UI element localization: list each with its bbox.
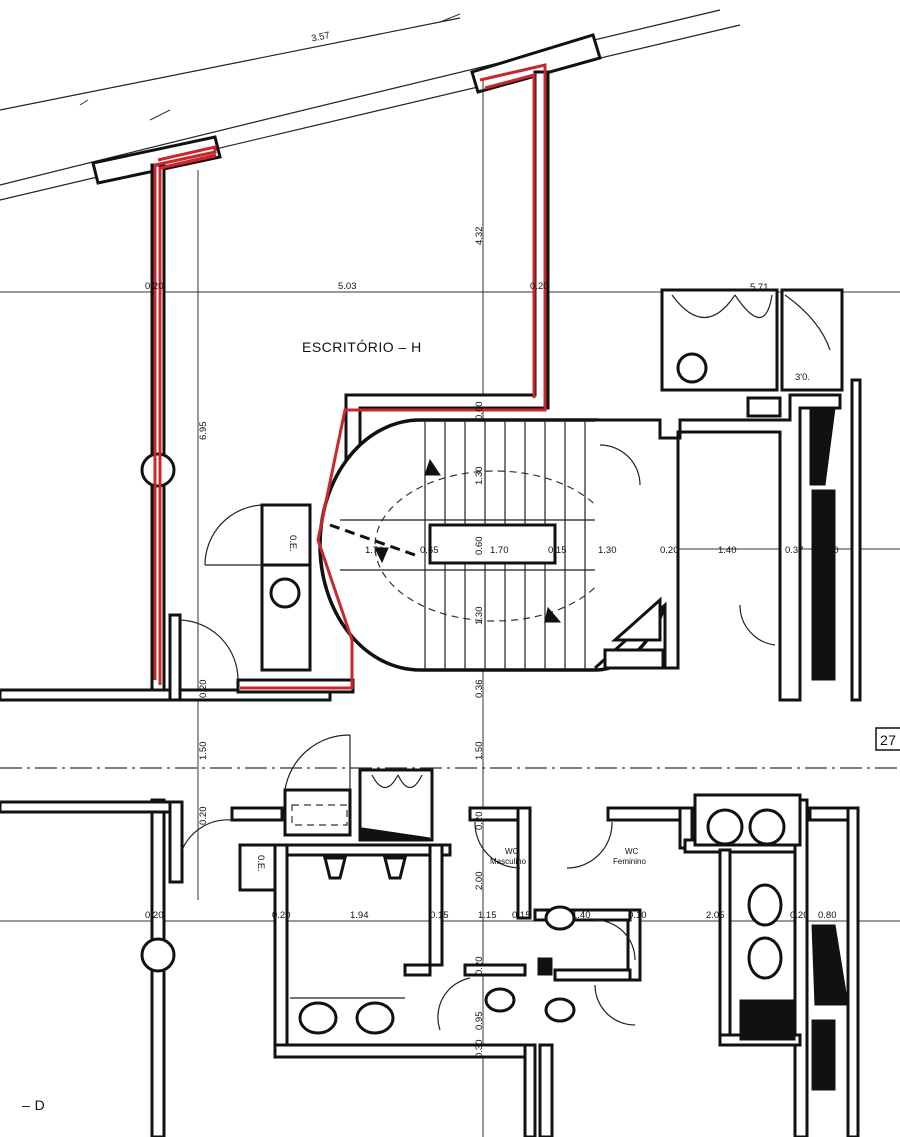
dim-row2-e: 1.15 xyxy=(478,910,497,921)
dim-wc-v3: 0.95 xyxy=(474,1012,485,1031)
dim-row2-d: 0.15 xyxy=(430,910,449,921)
axis-ref: – D xyxy=(22,1097,45,1113)
dim-stair-d: 0.60 xyxy=(474,537,485,556)
dim-row1-d: 0.65 xyxy=(420,545,439,556)
dim-height-upper: 4.32 xyxy=(474,227,485,246)
dim-wc-depth: 2.00 xyxy=(474,872,485,891)
dim-corridor-right: 1.50 xyxy=(474,742,485,761)
wc-male-line2: Masculino xyxy=(490,857,527,866)
dim-row2-i: 2.05 xyxy=(706,910,725,921)
lower-walls xyxy=(0,798,860,1137)
dim-corridor: 1.50 xyxy=(198,742,209,761)
dim-row2-g: 1.40 xyxy=(572,910,591,921)
dim-row1-h: 1.40 xyxy=(718,545,737,556)
dim-stair-e: 0.36 xyxy=(474,680,485,699)
dim-stair-c: 1.30 xyxy=(474,607,485,626)
dim-row2-a: 0.20 xyxy=(145,910,164,921)
sheet-ref-box xyxy=(875,727,900,751)
dim-stair-b: 1.30 xyxy=(474,467,485,486)
dim-row1-a: 1.70 xyxy=(365,545,384,556)
wc-female-line1: WC xyxy=(625,847,639,856)
dim-row2-j: 0.20 xyxy=(790,910,809,921)
dim-width-main: 5.03 xyxy=(338,281,357,292)
stair-core xyxy=(318,418,677,672)
room-label: ESCRITÓRIO – H xyxy=(302,339,422,355)
dim-row2-f: 0.15 xyxy=(512,910,531,921)
shaft-label-1: 0.E. xyxy=(287,535,298,552)
dim-wall-left: 0.20 xyxy=(145,281,164,292)
dim-row1-i: 0.37 xyxy=(785,545,804,556)
dim-height-main: 6.95 xyxy=(198,422,209,441)
left-shaft xyxy=(179,503,312,681)
dim-wall-vert-2: 0.20 xyxy=(198,807,209,826)
lower-fixtures xyxy=(181,444,849,1091)
dim-row2-c: 1.94 xyxy=(350,910,369,921)
dim-row2-k: 0.80 xyxy=(818,910,837,921)
dim-row1-g: 0.20 xyxy=(660,545,679,556)
dim-row1-f: 1.30 xyxy=(598,545,617,556)
dim-wc-v2: 0.20 xyxy=(474,957,485,976)
dim-row2-h: 0.10 xyxy=(628,910,647,921)
wc-female-line2: Feminino xyxy=(613,857,646,866)
dim-row1-b: 1.70 xyxy=(490,545,509,556)
dim-wc-v1: 0.20 xyxy=(474,812,485,831)
dim-right-top: 5.71 xyxy=(750,282,769,293)
dim-stair-a: 0.60 xyxy=(474,402,485,421)
shaft-label-3: 0.E. xyxy=(255,855,266,872)
facade-columns xyxy=(91,33,602,185)
shaft-label-2: 3'0. xyxy=(795,372,810,383)
dim-row2-b: 0.20 xyxy=(272,910,291,921)
wc-male-line1: WC xyxy=(505,847,519,856)
dim-top-arc: 3.57 xyxy=(311,30,331,45)
dim-wall-right: 0.20 xyxy=(530,281,549,292)
sheet-ref: 27 xyxy=(880,732,897,748)
dim-row1-j: 0.60 xyxy=(820,545,839,556)
dim-wall-vert-1: 0.20 xyxy=(198,680,209,699)
dim-row1-c: 0.15 xyxy=(548,545,567,556)
dim-wc-v4: 0.30 xyxy=(474,1040,485,1059)
right-upper-rooms xyxy=(593,288,862,702)
